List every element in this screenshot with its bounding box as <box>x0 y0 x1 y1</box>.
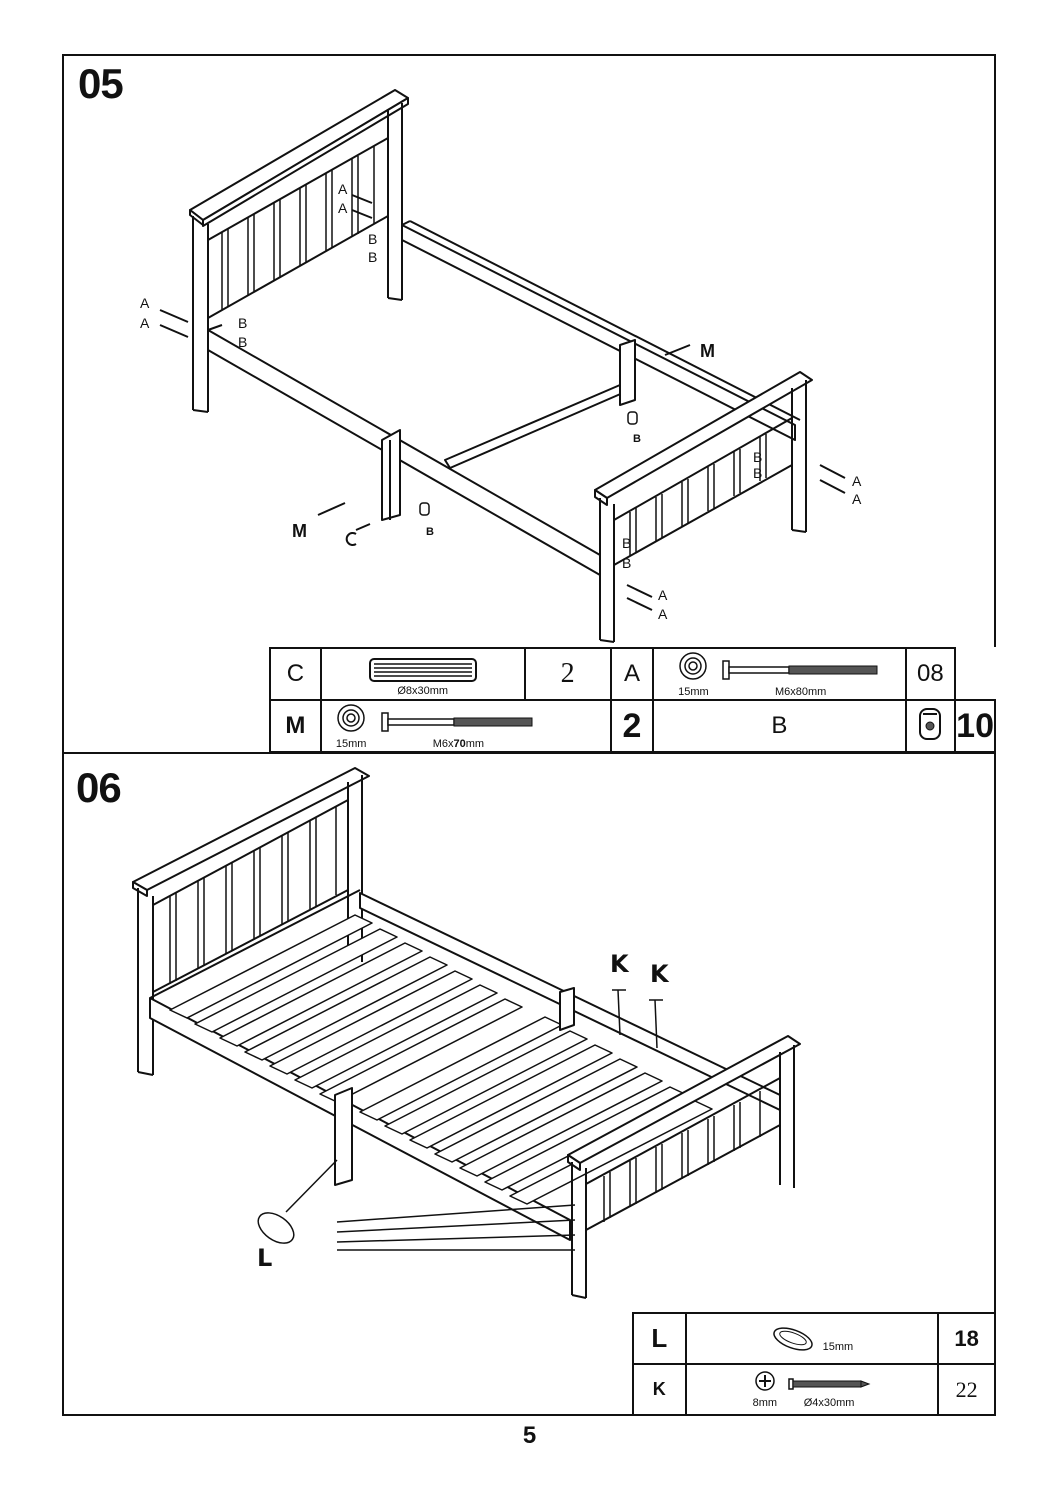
callout-b: B <box>368 231 377 247</box>
part-code-c: C <box>269 647 322 701</box>
callout-b: B <box>426 526 434 538</box>
callout-b: B <box>633 433 641 445</box>
cover-cap-icon <box>772 1326 813 1351</box>
part-m-size: M6x70mm <box>432 737 485 750</box>
step-06-parts-table: L 15mm 18 K 8mm <box>632 1312 996 1416</box>
part-m-washer-size: 15mm <box>335 737 367 750</box>
part-l-image-cell: 15mm <box>684 1312 940 1365</box>
part-c-size: Ø8x30mm <box>397 685 449 697</box>
screw-head-icon <box>755 1371 775 1391</box>
washer-icon <box>679 651 708 680</box>
callout-b: B <box>622 555 631 571</box>
center-beam <box>381 339 636 521</box>
callout-a: A <box>140 295 150 311</box>
part-b-quantity: 10 <box>954 699 996 753</box>
part-l-size: 15mm <box>822 1340 854 1353</box>
part-code-b: B <box>652 699 907 753</box>
callout-m: M <box>700 341 715 361</box>
side-rails <box>207 220 801 576</box>
callout-a: A <box>852 491 862 507</box>
callout-a: A <box>658 587 668 603</box>
callout-a: A <box>658 606 668 622</box>
part-b-image-cell <box>904 699 957 753</box>
headboard <box>189 89 409 413</box>
wood-dowel-icon <box>368 658 477 682</box>
part-code-k: K <box>632 1363 687 1416</box>
part-a-quantity: 08 <box>904 647 957 701</box>
washer-icon <box>337 703 365 732</box>
part-a-image-cell: 15mm M6x80mm <box>652 647 907 701</box>
part-k-image-cell: 8mm Ø4x30mm <box>684 1363 940 1416</box>
callout-a: A <box>140 315 150 331</box>
callout-b: B <box>753 465 762 481</box>
callout-m: M <box>292 521 307 541</box>
screw-icon <box>788 1378 871 1390</box>
callout-b: B <box>238 315 247 331</box>
step-05-bed-frame-diagram: A A A A B B B B A A B B B B A A M M B B <box>140 89 862 643</box>
part-a-size: M6x80mm <box>775 685 827 698</box>
bolt-icon <box>721 659 878 680</box>
callout-b: B <box>368 249 377 265</box>
callout-a: A <box>852 473 862 489</box>
part-m-quantity: 2 <box>609 699 655 753</box>
callout-a: A <box>338 200 348 216</box>
callout-b: B <box>238 334 247 350</box>
part-l-quantity: 18 <box>937 1312 996 1365</box>
callout-b: B <box>622 535 631 551</box>
part-k-quantity: 22 <box>937 1363 996 1416</box>
part-k-head-size: 8mm <box>752 1397 778 1409</box>
step-06-number: 06 <box>76 764 122 811</box>
barrel-nut-icon <box>919 707 942 740</box>
step-05-number: 05 <box>78 60 124 107</box>
callout-b: B <box>753 449 762 465</box>
part-a-washer-size: 15mm <box>678 685 709 698</box>
part-code-a: A <box>609 647 655 701</box>
part-k-size: Ø4x30mm <box>803 1397 855 1409</box>
callout-a: A <box>338 181 348 197</box>
part-code-m: M <box>269 699 322 753</box>
bolt-markers <box>159 194 846 611</box>
part-m-image-cell: 15mm M6x70mm <box>319 699 611 753</box>
bolt-icon <box>381 711 533 732</box>
barrel-nut-markers <box>419 411 638 516</box>
page-number: 5 <box>522 1422 537 1449</box>
part-c-quantity: 2 <box>523 647 612 701</box>
step-divider <box>62 752 996 754</box>
footboard <box>594 371 813 643</box>
part-c-image-cell: Ø8x30mm <box>319 647 526 701</box>
step-05-parts-table: C Ø8x30mm 2 A 15mm <box>269 647 996 753</box>
part-code-l: L <box>632 1312 687 1365</box>
